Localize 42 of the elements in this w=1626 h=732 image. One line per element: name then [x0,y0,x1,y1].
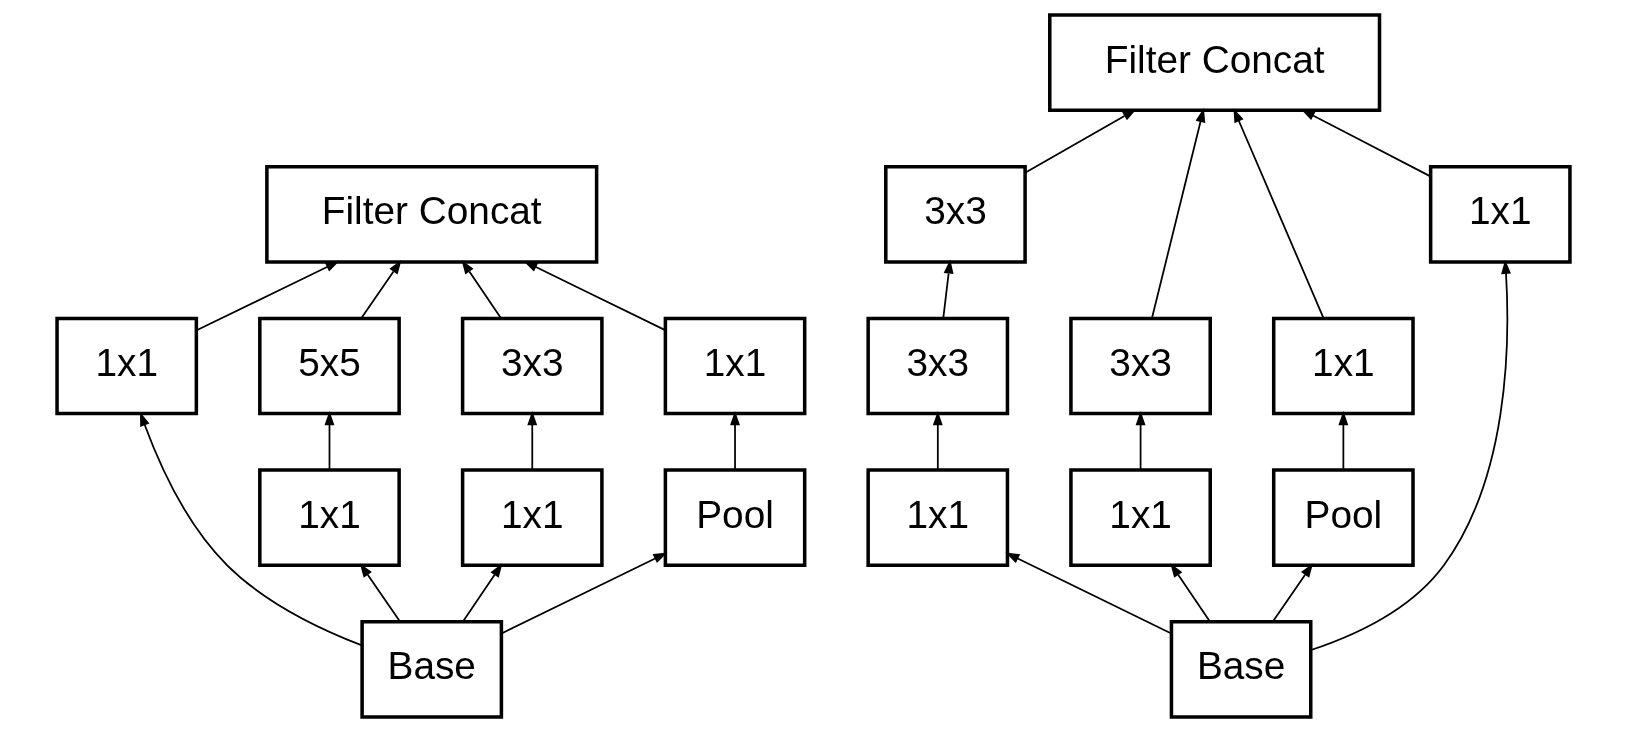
arrow [139,411,363,647]
arrow [195,260,340,332]
node-box: 5x5 [257,316,401,416]
arrow [1024,109,1137,174]
arrow [359,563,401,623]
node-box: 3x3 [865,316,1009,416]
arrow [1150,108,1205,319]
node-box: 1x1 [1428,165,1572,264]
node-box: Filter Concat [264,165,598,264]
node-box: Pool [663,468,806,567]
node-box: 3x3 [460,316,604,416]
node-box: Filter Concat [1047,13,1381,113]
node-box: Base [1169,619,1312,719]
arrow [1337,411,1348,471]
arrow [1271,563,1313,623]
node-box: 1x1 [1271,316,1415,416]
arrow [461,259,502,320]
node-box: 1x1 [54,316,198,416]
arrow [1232,108,1324,319]
arrow [522,260,666,331]
node-box: 1x1 [865,468,1009,567]
node-box: 1x1 [1068,468,1212,567]
arrow [1300,109,1431,178]
node-box: 1x1 [460,468,604,567]
arrow [324,411,334,471]
node-box: Pool [1271,468,1415,567]
node-box: 3x3 [883,165,1027,264]
arrow [729,411,740,471]
arrow [932,411,943,471]
node-box: 1x1 [663,316,806,416]
arrow [461,563,503,623]
arrow [359,259,401,320]
node-box: 3x3 [1068,316,1212,416]
arrow [941,259,953,320]
arrow [1135,411,1146,471]
arrow [500,552,667,635]
arrow [526,411,537,471]
arrow [1169,563,1211,623]
arrow [1004,552,1172,635]
node-box: Base [359,619,503,719]
arrow [1309,259,1511,651]
node-box: 1x1 [257,468,401,567]
